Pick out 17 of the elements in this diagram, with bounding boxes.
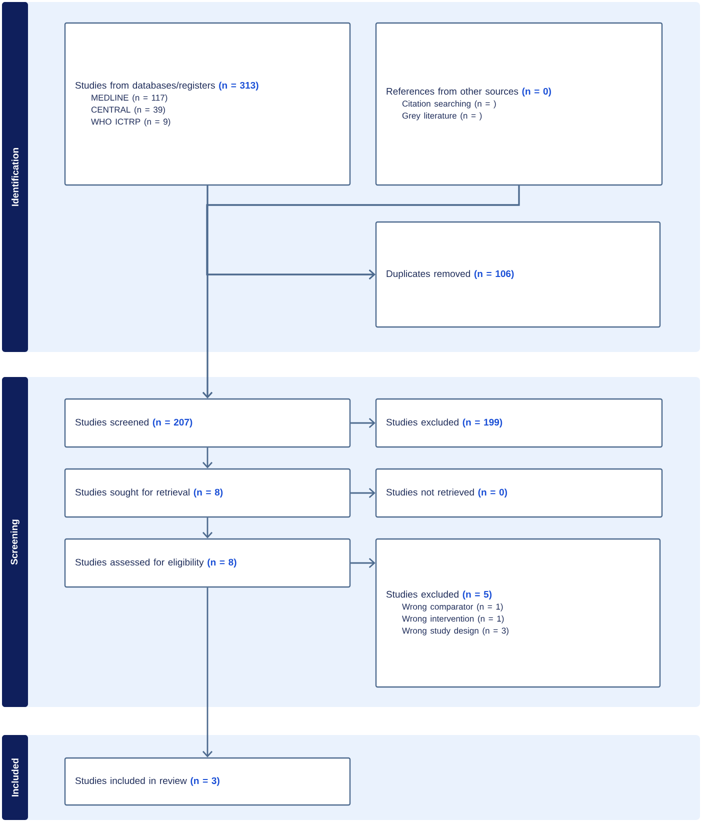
process-box: Duplicates removed (n = 106): [375, 221, 661, 328]
arrow: [202, 186, 520, 398]
process-box: Studies included in review (n = 3): [64, 757, 351, 806]
arrow: [350, 418, 376, 428]
arrow: [202, 588, 213, 758]
process-box: Studies from databases/registers (n = 313) MEDLINE (n = 117) CENTRAL (n = 39) WHO ICTRP (n = 9): [64, 22, 351, 186]
process-box: Studies excluded (n = 5) Wrong comparator (n = 1) Wrong intervention (n = 1) Wrong study design (n = 3): [375, 538, 661, 688]
arrow: [202, 518, 213, 538]
process-box: Studies assessed for eligibility (n = 8): [64, 538, 351, 588]
process-box: Studies sought for retrieval (n = 8): [64, 468, 351, 518]
process-box: Studies not retrieved (n = 0): [375, 468, 663, 518]
process-box: Studies excluded (n = 199): [375, 398, 663, 448]
process-box: References from other sources (n = 0) Citation searching (n = ) Grey literature (n = ): [375, 22, 663, 186]
arrow: [350, 488, 376, 498]
arrow: [350, 558, 376, 568]
process-box: Studies screened (n = 207): [64, 398, 351, 448]
arrow: [202, 448, 213, 468]
